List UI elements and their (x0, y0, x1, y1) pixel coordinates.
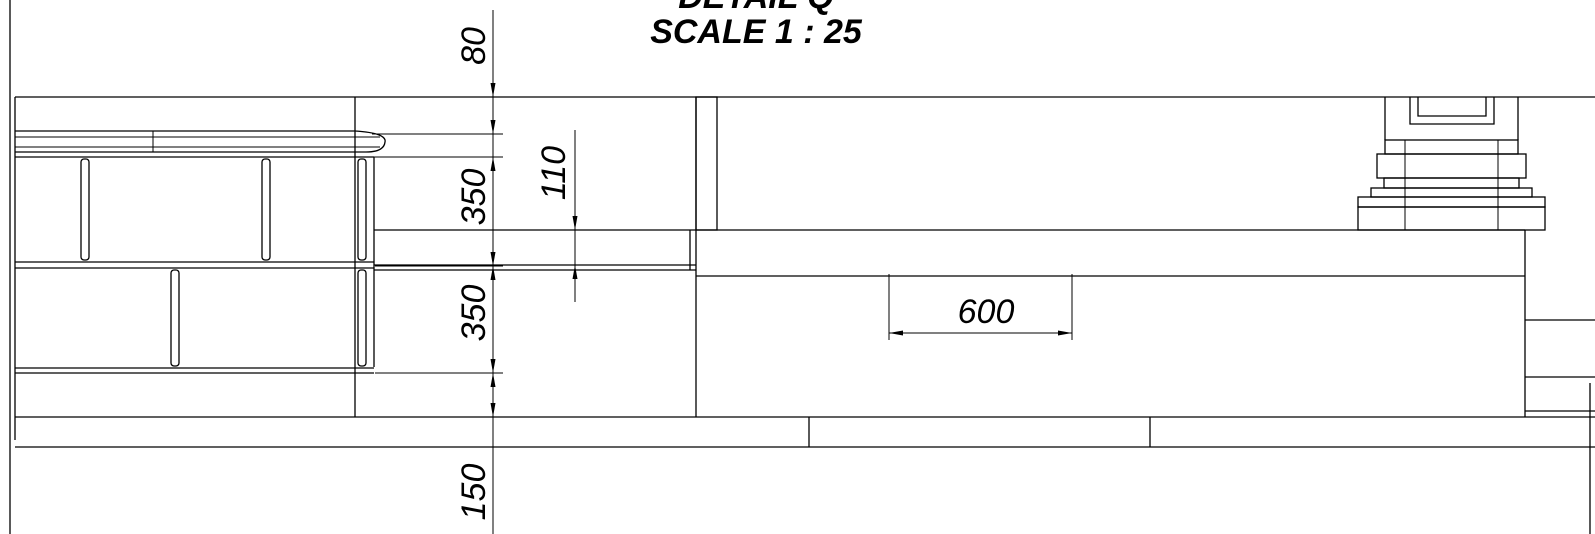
horizontal-dimension (888, 274, 1073, 340)
brick-wall (14, 96, 386, 440)
detail-title: DETAIL Q (678, 0, 834, 16)
coping-stone (15, 130, 386, 153)
brick (357, 269, 367, 367)
dim-350-upper: 350 (455, 169, 493, 226)
step-dimension (572, 130, 578, 302)
brick (170, 269, 180, 367)
dim-350-lower: 350 (455, 285, 493, 342)
post-edge (695, 96, 718, 231)
dim-110: 110 (535, 146, 573, 200)
dim-80: 80 (455, 27, 493, 65)
vertical-dimension-chain (372, 10, 503, 534)
brick (261, 158, 271, 261)
scale-label: SCALE 1 : 25 (650, 13, 863, 51)
dim-600: 600 (958, 293, 1015, 331)
dim-150: 150 (455, 464, 493, 521)
brick (80, 158, 90, 261)
brick (357, 158, 367, 261)
steps (15, 96, 1595, 534)
pillar-base (1357, 97, 1546, 231)
